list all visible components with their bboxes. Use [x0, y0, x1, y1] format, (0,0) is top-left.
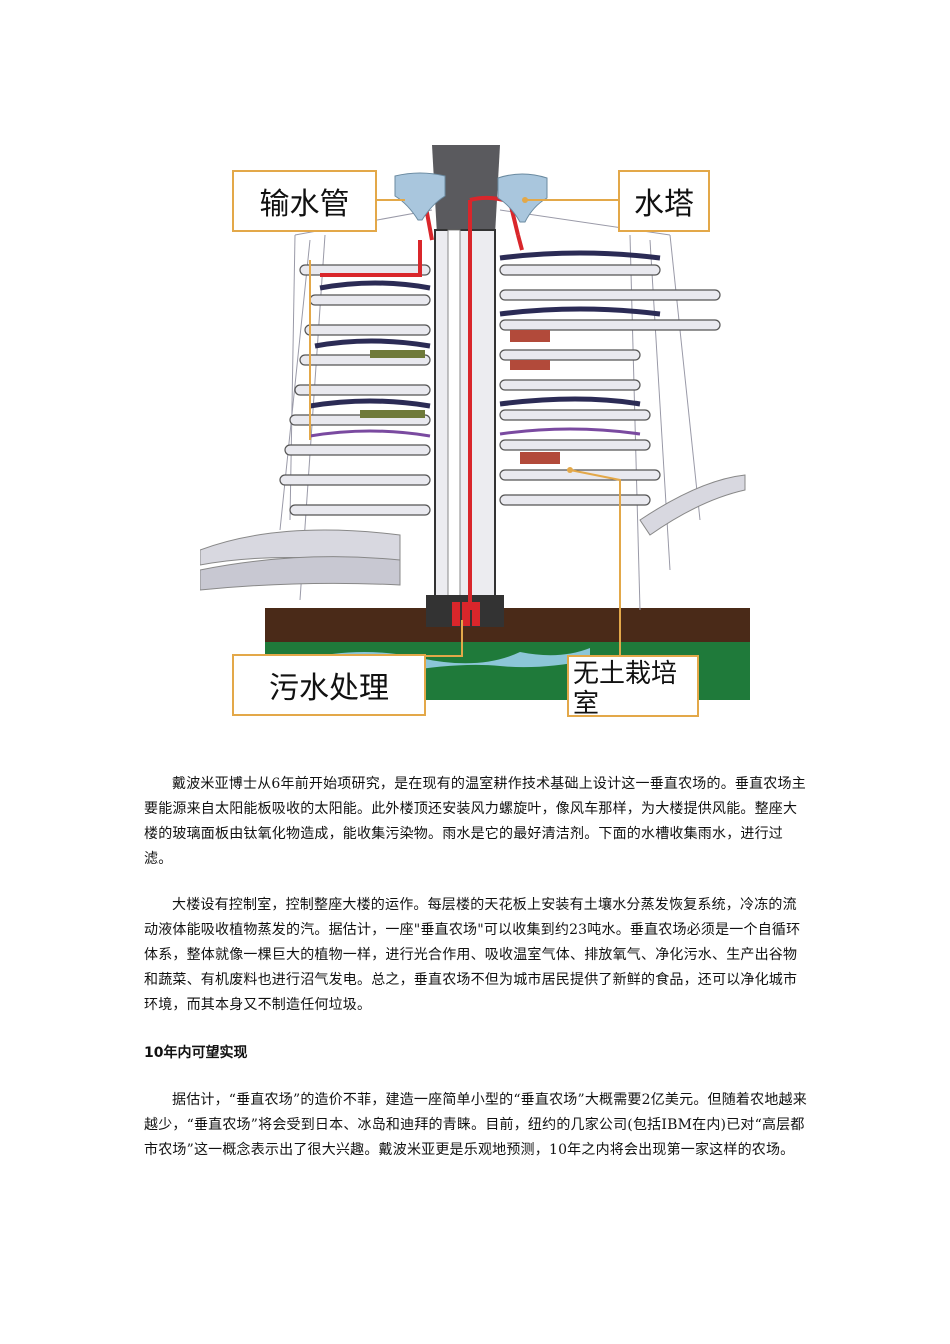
- sewage-treatment-label: 污水处理: [232, 654, 426, 716]
- paragraph-2: 大楼设有控制室，控制整座大楼的运作。每层楼的天花板上安装有土壤水分蒸发恢复系统，…: [144, 897, 801, 1013]
- paragraph-1: 戴波米亚博士从6年前开始项研究，是在现有的温室耕作技术基础上设计这一垂直农场的。…: [144, 776, 806, 867]
- paragraph-3: 据估计，“垂直农场”的造价不菲，建造一座简单小型的“垂直农场”大概需要2亿美元。…: [144, 1092, 807, 1158]
- water-tower-label: 水塔: [618, 170, 710, 232]
- hydroponic-room-label: 无土栽培室: [567, 655, 699, 719]
- section-heading: 10年内可望实现: [144, 1045, 248, 1061]
- water-pipe-label: 输水管: [232, 170, 377, 232]
